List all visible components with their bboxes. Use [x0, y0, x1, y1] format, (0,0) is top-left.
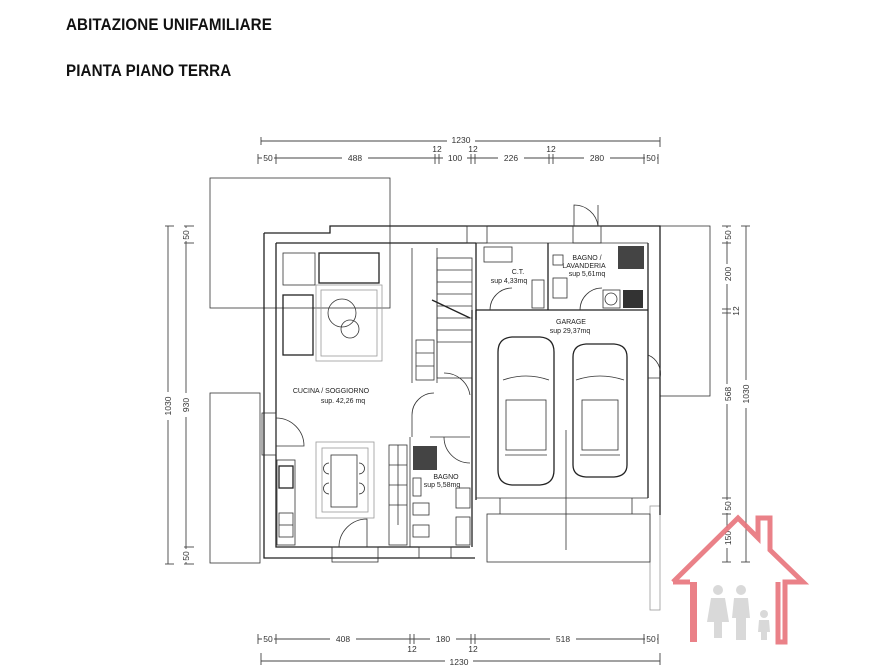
- washing-machine: [602, 289, 621, 309]
- dining-table: [330, 454, 358, 508]
- door-hall: [443, 372, 471, 396]
- dim-left-1: 50: [181, 230, 191, 240]
- dim-top-7: 12: [546, 144, 556, 154]
- dim-top-6: 226: [504, 153, 518, 163]
- door-hall-2: [411, 392, 435, 416]
- laundry-toilet: [552, 254, 564, 266]
- door-laundry-exterior: [573, 204, 599, 227]
- dryer: [623, 290, 643, 308]
- doors: [275, 204, 661, 548]
- terrace-right: [659, 225, 711, 397]
- room-area-bathroom: sup 5,58mq: [424, 482, 461, 489]
- drawing-subtitle: PIANTA PIANO TERRA: [66, 62, 232, 80]
- door-living-front: [338, 518, 368, 548]
- dim-top-3: 12: [432, 144, 442, 154]
- outdoor-terraces: [209, 177, 711, 611]
- dim-top-2: 488: [348, 153, 362, 163]
- toilet: [412, 524, 430, 538]
- door-bathroom: [443, 436, 471, 464]
- left-dimensions: 1030 50 930 50: [162, 225, 194, 565]
- dim-left-2: 930: [181, 398, 191, 412]
- staircase: [415, 257, 473, 381]
- laundry-fixtures: [483, 246, 644, 309]
- right-dimensions: 1030 50 200 12 568 50 150: [722, 225, 752, 563]
- kitchen-counter: [276, 459, 296, 546]
- room-name-laundry-2: LAVANDERIA: [562, 263, 606, 270]
- driveway: [486, 513, 651, 563]
- door-ct: [489, 287, 513, 311]
- room-area-garage: sup 29,37mq: [550, 328, 591, 335]
- dim-right-total: 1030: [741, 384, 751, 403]
- dim-bottom-4: 180: [436, 634, 450, 644]
- room-name-garage: GARAGE: [556, 319, 586, 326]
- shower-tray: [413, 446, 437, 470]
- dim-bottom-7: 50: [646, 634, 656, 644]
- dim-right-2: 200: [723, 267, 733, 281]
- door-garage-side: [647, 354, 661, 379]
- coffee-table: [327, 298, 357, 328]
- dim-right-5: 50: [723, 501, 733, 511]
- dining-rug: [315, 441, 375, 519]
- dim-right-1: 50: [723, 230, 733, 240]
- dim-right-3: 12: [731, 306, 741, 316]
- dim-right-4: 568: [723, 387, 733, 401]
- exterior-walls: [261, 225, 661, 563]
- bathroom-fixtures: [388, 444, 471, 546]
- dim-top-1: 50: [263, 153, 273, 163]
- sofa-left: [282, 294, 314, 356]
- door-living-side: [275, 417, 305, 447]
- dim-bottom-2: 408: [336, 634, 350, 644]
- room-name-living: CUCINA / SOGGIORNO: [293, 388, 370, 395]
- top-dimensions: 1230 50 488 12 100 12 226 12 280 50: [257, 134, 661, 164]
- dim-bottom-6: 518: [556, 634, 570, 644]
- drawing-title: ABITAZIONE UNIFAMILIARE: [66, 16, 272, 34]
- room-area-living: sup. 42,26 mq: [321, 398, 365, 405]
- car-left: [497, 336, 555, 486]
- dim-left-total: 1030: [163, 396, 173, 415]
- sofa-top: [318, 252, 380, 284]
- boiler: [483, 246, 513, 263]
- dim-bottom-5: 12: [468, 644, 478, 654]
- dim-top-4: 100: [448, 153, 462, 163]
- living-furniture: [282, 252, 383, 519]
- dim-left-3: 50: [181, 551, 191, 561]
- dim-top-8: 280: [590, 153, 604, 163]
- door-laundry: [579, 287, 603, 311]
- house-family-logo-icon: [671, 514, 810, 645]
- room-area-ct: sup 4,33mq: [491, 278, 528, 285]
- interior-walls: [409, 243, 648, 547]
- garage-cars: [486, 336, 651, 563]
- dim-bottom-1: 50: [263, 634, 273, 644]
- room-name-laundry-1: BAGNO /: [572, 255, 601, 262]
- armchair-square: [282, 252, 316, 286]
- bottom-dimensions: 50 408 12 180 12 518 50 1230: [257, 634, 661, 667]
- bidet: [412, 502, 430, 516]
- room-name-bathroom: BAGNO: [433, 474, 459, 481]
- bath-sink: [455, 487, 471, 509]
- family-silhouette-icon: [707, 585, 770, 640]
- terrace-bottom-left: [209, 392, 261, 564]
- dim-bottom-total: 1230: [450, 657, 469, 667]
- laundry-shower: [618, 246, 644, 269]
- ramp-strip: [649, 505, 661, 611]
- cooktop: [278, 465, 294, 489]
- room-area-laundry: sup 5,61mq: [569, 271, 606, 278]
- rug: [315, 284, 383, 362]
- dim-top-9: 50: [646, 153, 656, 163]
- dim-top-5: 12: [468, 144, 478, 154]
- room-name-ct: C.T.: [512, 269, 525, 276]
- car-right: [572, 343, 628, 478]
- laundry-sink: [552, 277, 568, 299]
- dim-top-total: 1230: [452, 135, 471, 145]
- room-labels: CUCINA / SOGGIORNO sup. 42,26 mq C.T. su…: [293, 255, 606, 489]
- dim-bottom-3: 12: [407, 644, 417, 654]
- dim-right-6: 150: [723, 531, 733, 545]
